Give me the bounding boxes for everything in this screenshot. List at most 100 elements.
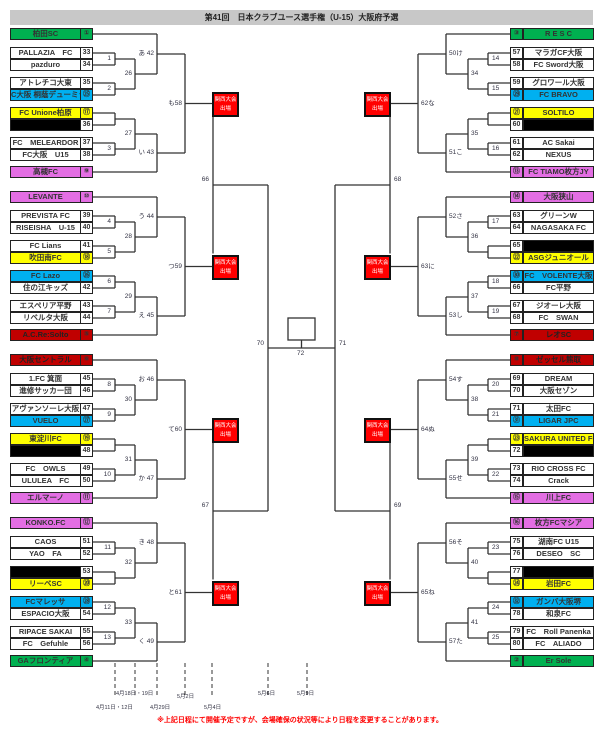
team-number: 77 [510,566,523,578]
team-name: グリーンW [523,210,594,222]
team-name: 和泉FC [523,608,594,620]
qualify-label: 関西大会 [366,422,389,429]
match-label: 50け [449,50,463,57]
team-name: 大阪セントラル [10,354,81,366]
team-number: ⑥ [80,354,93,366]
team-number: ⑦ [510,329,523,341]
team-number: 66 [510,282,523,294]
match-label: 9 [107,411,111,418]
team-number: ㉕ [80,89,93,101]
kansai-qualify-box: 関西大会出場 [212,91,239,117]
team-number: 34 [80,59,93,71]
qualify-label: 出場 [219,431,231,438]
team-number: 65 [510,240,523,252]
team-name: R E S C [523,28,594,40]
match-label: 2 [107,85,111,92]
match-label: く 49 [138,638,154,645]
match-label: 4 [107,218,111,225]
match-label: え 45 [138,312,154,319]
team-name: 吹田南FC [10,252,81,264]
team-name: PREVISTA FC [10,210,81,222]
team-number: 64 [510,222,523,234]
team-name: 岩田FC [523,578,594,590]
team-number: 35 [80,77,93,89]
team-name: KONKO.FC [10,517,81,529]
match-label: 28 [124,233,132,240]
team-number: 72 [510,445,523,457]
team-number: ① [80,28,93,40]
team-name: マラガCF大阪 [523,47,594,59]
match-label: き 48 [138,539,154,546]
qualify-label: 関西大会 [214,585,237,592]
team-number: 58 [510,59,523,71]
team-name: VUELO [10,415,81,427]
team-name: FC平野 [523,282,594,294]
team-name: レオSC [523,329,594,341]
team-name: FC OWLS [10,463,81,475]
team-name: Crack [523,475,594,487]
team-number: ㉙ [510,89,523,101]
team-number: 75 [510,536,523,548]
match-label: 8 [107,381,111,388]
team-name: FC VOLENTE大阪 [523,270,594,282]
match-label: も58 [168,99,182,107]
team-name: エスペリア平野 [10,300,81,312]
team-name: ASGジュニオール [523,252,594,264]
team-number: 55 [80,626,93,638]
match-label: 54す [449,376,463,383]
team-number: ⑪ [80,492,93,504]
team-number: 67 [510,300,523,312]
match-label: 15 [492,85,500,92]
schedule-date: 5月9日 [297,691,315,697]
team-name: 湖南FC U15 [523,536,594,548]
team-name: DESEO SC [523,548,594,560]
team-name: RIPACE SAKAI [10,626,81,638]
team-name: FC Roll Panenka [523,626,594,638]
match-label: 34 [471,70,479,77]
team-name: SOLTILO [523,107,594,119]
match-label: 36 [471,233,479,240]
match-label: 40 [471,559,479,566]
match-label: 5 [107,248,111,255]
match-label: 12 [103,604,111,611]
kansai-qualify-box: 関西大会出場 [212,580,239,606]
team-number: 50 [80,475,93,487]
match-label: 29 [124,293,132,300]
team-name: NEXUS [523,149,594,161]
team-name [10,566,81,578]
team-number: 51 [80,536,93,548]
team-name: DREAM [523,373,594,385]
team-name: 1.FC 箕面 [10,373,81,385]
match-label: あ 42 [138,50,154,57]
team-name: FC大阪 U15 [10,149,81,161]
team-name: アヴァンソーレ大阪 [10,403,81,415]
team-name: pazduro [10,59,81,71]
team-number: ㉜ [510,596,523,608]
team-name: AC Sakai [523,137,594,149]
team-number: 44 [80,312,93,324]
team-number: ⑬ [510,166,523,178]
team-name: SAKURA UNITED FC [523,433,594,445]
team-number: 33 [80,47,93,59]
team-number: ② [510,655,523,667]
match-label: 14 [492,55,500,62]
match-label: 26 [124,70,132,77]
team-number: 79 [510,626,523,638]
team-number: 54 [80,608,93,620]
team-number: 61 [510,137,523,149]
team-number: ⑧ [510,354,523,366]
team-name [523,445,594,457]
semifinal-label: 67 [201,502,209,509]
team-number: 74 [510,475,523,487]
team-number: 40 [80,222,93,234]
team-name: 川上FC [523,492,594,504]
match-label: 52さ [449,213,463,220]
match-label: 7 [107,308,111,315]
match-label: 10 [103,471,111,478]
match-label: か 47 [138,475,154,482]
kansai-qualify-box: 関西大会出場 [364,254,391,280]
team-name [523,119,594,131]
final-label: 72 [297,350,305,357]
